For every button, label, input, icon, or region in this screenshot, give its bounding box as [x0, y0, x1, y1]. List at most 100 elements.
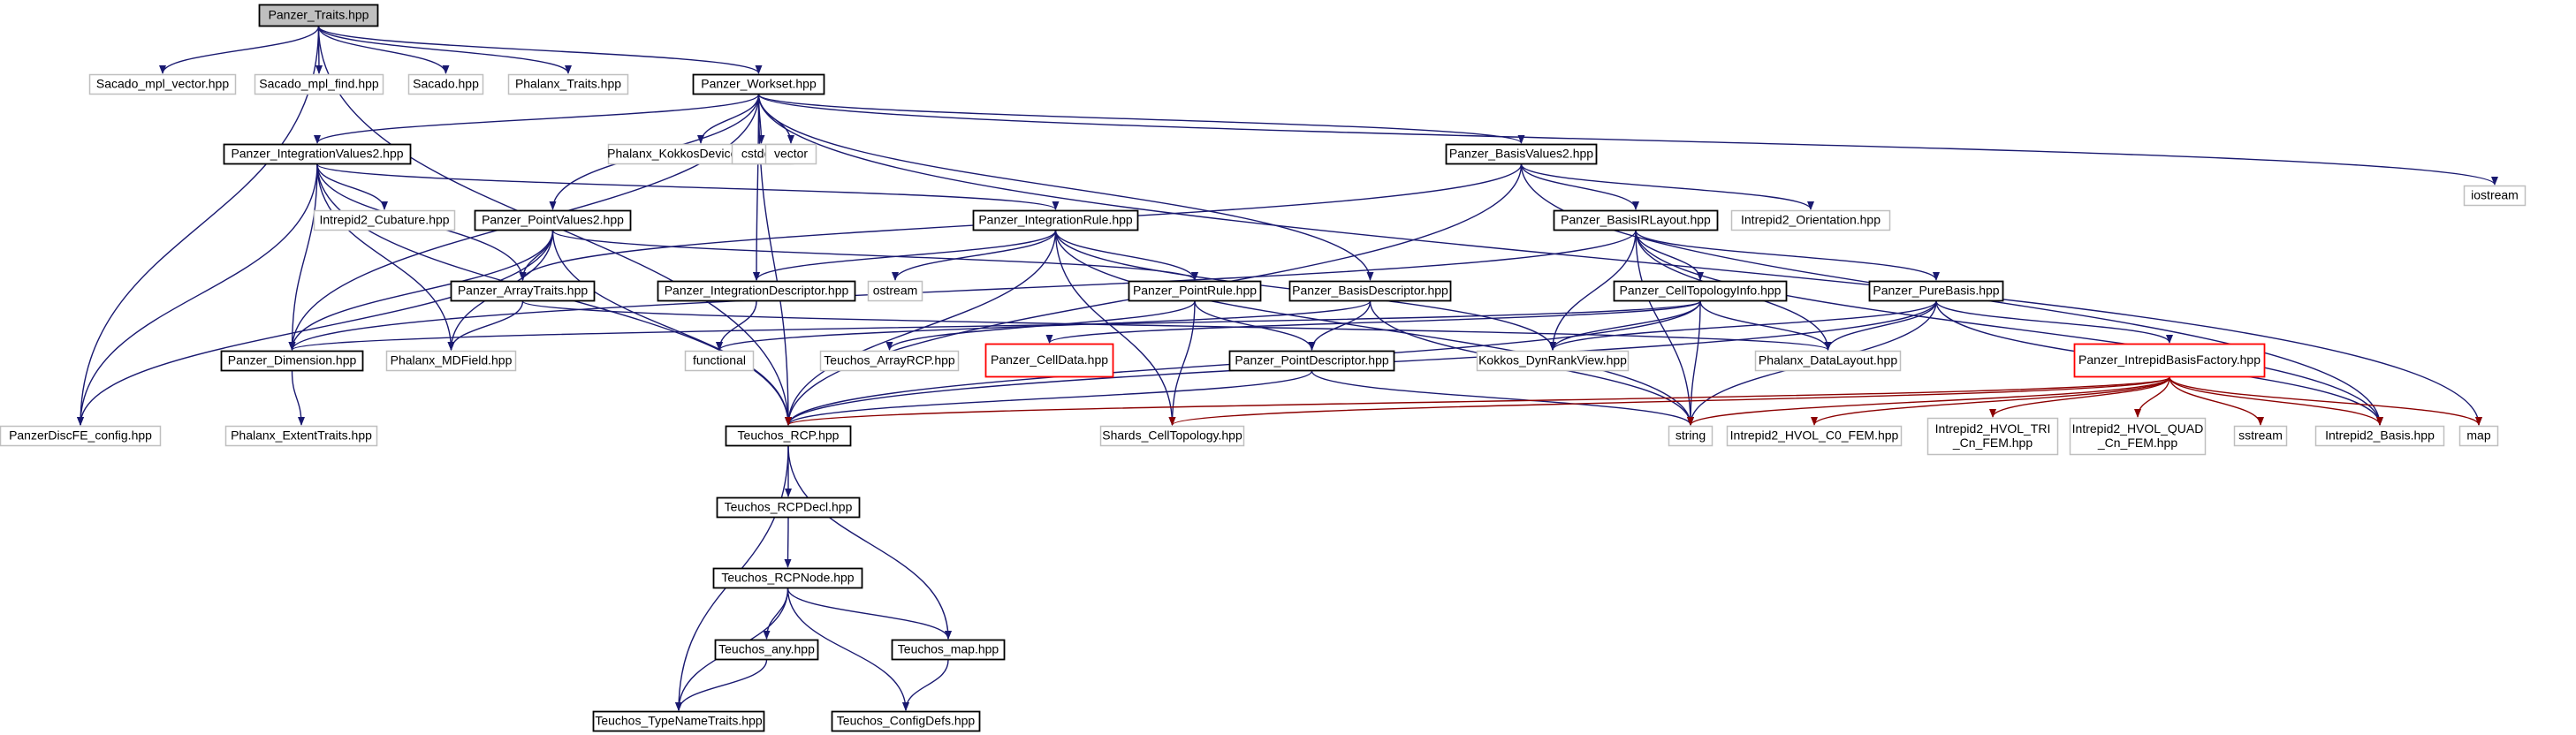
node-intrule[interactable]: Panzer_IntegrationRule.hpp	[972, 209, 1139, 231]
node-datalayout[interactable]: Phalanx_DataLayout.hpp	[1754, 350, 1902, 372]
node-label: Panzer_CellData.hpp	[991, 352, 1108, 367]
node-functional[interactable]: functional	[684, 350, 755, 372]
edge-celltopo-to-string	[1687, 300, 1701, 426]
node-dynrank[interactable]: Kokkos_DynRankView.hpp	[1476, 350, 1630, 372]
node-arraytraits[interactable]: Panzer_ArrayTraits.hpp	[450, 280, 596, 302]
node-hvol-quad[interactable]: Intrepid2_HVOL_QUAD_Cn_FEM.hpp	[2069, 417, 2207, 456]
node-label: functional	[693, 353, 746, 368]
edge-purebasis-to-dynrank	[1549, 300, 1937, 351]
node-intbasis[interactable]: Intrepid2_Basis.hpp	[2314, 425, 2445, 447]
node-box	[1553, 209, 1719, 231]
node-rcp[interactable]: Teuchos_RCP.hpp	[725, 425, 852, 447]
node-cubature[interactable]: Intrepid2_Cubature.hpp	[313, 209, 456, 231]
edge-basisvals-to-basisir	[1520, 163, 1639, 210]
node-configdefs[interactable]: Teuchos_ConfigDefs.hpp	[831, 710, 981, 732]
node-basisir[interactable]: Panzer_BasisIRLayout.hpp	[1553, 209, 1719, 231]
node-box	[1754, 350, 1902, 372]
node-label: Intrepid2_Basis.hpp	[2325, 428, 2435, 443]
edge-rcpnode-to-configdefs	[786, 587, 909, 711]
node-shards[interactable]: Shards_CellTopology.hpp	[1099, 425, 1245, 447]
node-box	[1228, 350, 1395, 372]
node-intdesc[interactable]: Panzer_IntegrationDescriptor.hpp	[657, 280, 856, 302]
node-basisfactory[interactable]: Panzer_IntrepidBasisFactory.hpp	[2073, 343, 2266, 378]
node-box	[1926, 417, 2059, 456]
node-box	[1726, 425, 1903, 447]
edge-basisfactory-to-hvol_tri	[1989, 376, 2170, 418]
node-label: Sacado_mpl_find.hpp	[259, 77, 379, 91]
node-basisvals[interactable]: Panzer_BasisValues2.hpp	[1445, 143, 1598, 165]
node-box	[507, 73, 629, 95]
edge-basisfactory-to-shards	[1168, 376, 2170, 426]
node-workset[interactable]: Panzer_Workset.hpp	[692, 73, 825, 95]
node-box	[764, 143, 817, 165]
node-map[interactable]: map	[2458, 425, 2499, 447]
node-string[interactable]: string	[1668, 425, 1714, 447]
node-box	[725, 425, 852, 447]
node-label: Panzer_PureBasis.hpp	[1873, 284, 1999, 298]
node-arrayrcp[interactable]: Teuchos_ArrayRCP.hpp	[819, 350, 960, 372]
node-box	[2458, 425, 2499, 447]
node-box	[1668, 425, 1714, 447]
node-sstream[interactable]: sstream	[2233, 425, 2288, 447]
edge-tmap-to-configdefs	[902, 659, 949, 711]
edge-basisdesc-to-functional	[716, 300, 1372, 351]
edge-pointvals-to-pointrule	[551, 230, 1198, 281]
node-ostream[interactable]: ostream	[867, 280, 923, 302]
node-rcpnode[interactable]: Teuchos_RCPNode.hpp	[712, 567, 863, 589]
node-dimension[interactable]: Panzer_Dimension.hpp	[220, 350, 364, 372]
node-extent[interactable]: Phalanx_ExtentTraits.hpp	[224, 425, 378, 447]
edge-intvals-to-discfe	[77, 163, 318, 426]
node-box	[474, 209, 632, 231]
node-purebasis[interactable]: Panzer_PureBasis.hpp	[1868, 280, 2004, 302]
node-mdfield[interactable]: Phalanx_MDField.hpp	[385, 350, 517, 372]
node-sacado-find[interactable]: Sacado_mpl_find.hpp	[254, 73, 384, 95]
node-vector[interactable]: vector	[764, 143, 817, 165]
node-label: iostream	[2471, 188, 2519, 202]
node-box	[1868, 280, 2004, 302]
node-intvals[interactable]: Panzer_IntegrationValues2.hpp	[223, 143, 412, 165]
node-celldata[interactable]: Panzer_CellData.hpp	[984, 343, 1114, 378]
edge-arraytraits-to-datalayout	[521, 300, 1832, 351]
edge-traits-to-workset	[317, 26, 763, 74]
node-typename[interactable]: Teuchos_TypeNameTraits.hpp	[592, 710, 765, 732]
edge-workset-to-map	[757, 94, 2482, 426]
node-box	[712, 567, 863, 589]
edge-basisfactory-to-intbasis	[2169, 376, 2383, 426]
node-celltopo[interactable]: Panzer_CellTopologyInfo.hpp	[1613, 280, 1788, 302]
node-box	[88, 73, 237, 95]
node-box	[2314, 425, 2445, 447]
node-pointvals[interactable]: Panzer_PointValues2.hpp	[474, 209, 632, 231]
node-hvol-c0[interactable]: Intrepid2_HVOL_C0_FEM.hpp	[1726, 425, 1903, 447]
node-box	[224, 425, 378, 447]
node-sacado[interactable]: Sacado.hpp	[407, 73, 484, 95]
edge-traits-to-phalanx_traits	[317, 26, 572, 74]
node-discfe[interactable]: PanzerDiscFE_config.hpp	[0, 425, 162, 447]
edge-intdesc-to-functional	[716, 300, 757, 351]
node-label: Panzer_Traits.hpp	[269, 8, 369, 22]
node-box	[220, 350, 364, 372]
node-label: Panzer_BasisValues2.hpp	[1449, 147, 1593, 161]
node-label: Kokkos_DynRankView.hpp	[1478, 353, 1627, 368]
edge-rcpnode-to-tmap	[786, 587, 952, 640]
node-phalanx-traits[interactable]: Phalanx_Traits.hpp	[507, 73, 629, 95]
node-tmap[interactable]: Teuchos_map.hpp	[891, 639, 1006, 661]
node-rcpdecl[interactable]: Teuchos_RCPDecl.hpp	[716, 496, 861, 519]
node-pointrule[interactable]: Panzer_PointRule.hpp	[1128, 280, 1262, 302]
node-label: _Cn_FEM.hpp	[1952, 436, 2033, 450]
node-any[interactable]: Teuchos_any.hpp	[714, 639, 819, 661]
node-basisdesc[interactable]: Panzer_BasisDescriptor.hpp	[1288, 280, 1452, 302]
edge-workset-to-intvals	[314, 94, 760, 144]
node-label: Phalanx_Traits.hpp	[515, 77, 621, 91]
node-box	[385, 350, 517, 372]
node-hvol-tri[interactable]: Intrepid2_HVOL_TRI_Cn_FEM.hpp	[1926, 417, 2059, 456]
edge-basisdesc-to-pointdesc	[1308, 300, 1372, 351]
node-orientation[interactable]: Intrepid2_Orientation.hpp	[1730, 209, 1891, 231]
node-label: Teuchos_TypeNameTraits.hpp	[595, 714, 763, 728]
node-traits[interactable]: Panzer_Traits.hpp	[258, 4, 379, 27]
node-iostream[interactable]: iostream	[2463, 185, 2527, 207]
node-box	[684, 350, 755, 372]
node-box	[1288, 280, 1452, 302]
node-sacado-vec[interactable]: Sacado_mpl_vector.hpp	[88, 73, 237, 95]
node-label: Sacado_mpl_vector.hpp	[96, 77, 229, 91]
node-pointdesc[interactable]: Panzer_PointDescriptor.hpp	[1228, 350, 1395, 372]
